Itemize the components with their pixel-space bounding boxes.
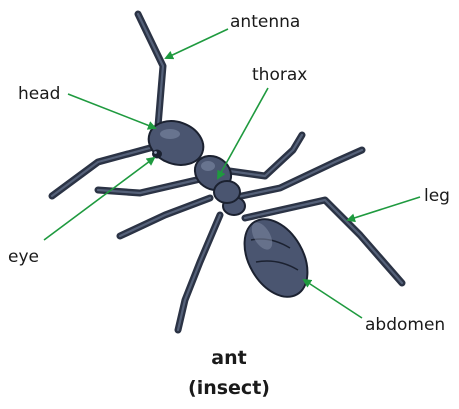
caption-name: ant (211, 347, 246, 369)
leader-head (68, 94, 155, 128)
ant-illustration (52, 14, 402, 330)
label-abdomen: abdomen (365, 315, 445, 335)
label-thorax: thorax (252, 65, 307, 85)
leader-thorax (218, 88, 268, 178)
label-leg: leg (424, 186, 450, 206)
label-eye: eye (8, 247, 39, 267)
leader-abdomen (304, 280, 362, 318)
leader-leg (348, 197, 420, 220)
eye-shape (152, 150, 162, 159)
abdomen-shape (232, 208, 321, 308)
label-head: head (18, 84, 60, 104)
caption-category: (insect) (188, 377, 270, 399)
label-antenna: antenna (230, 12, 300, 32)
leader-antenna (166, 29, 228, 58)
